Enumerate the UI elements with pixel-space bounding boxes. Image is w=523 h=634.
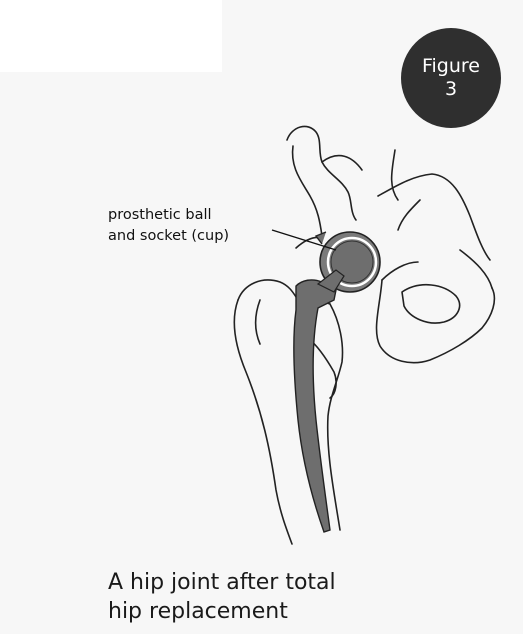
pelvis-right-edge (392, 150, 398, 200)
figure-caption-line1: A hip joint after total (108, 568, 336, 597)
pelvis-inner-line (382, 262, 418, 280)
pelvis-ilium-inner (293, 146, 322, 236)
label-leader-line (272, 230, 336, 250)
figure-caption: A hip joint after total hip replacement (108, 568, 336, 626)
implant-label-line2: and socket (cup) (108, 226, 229, 247)
pelvis-notch (398, 200, 420, 230)
femur-outer-right (328, 304, 343, 530)
pelvis-lower-outline (377, 280, 495, 363)
implant-label-line1: prosthetic ball (108, 205, 229, 226)
femur-top-left (238, 280, 298, 300)
implant-label: prosthetic ball and socket (cup) (108, 205, 229, 247)
figure-caption-line2: hip replacement (108, 597, 336, 626)
femur-outer-left (234, 300, 292, 544)
cup-side-detail (316, 232, 326, 244)
pelvis-spine-line (322, 156, 362, 170)
pelvis-obturator (402, 285, 460, 323)
femur-inner-line (256, 300, 261, 344)
pelvis-crest-right (378, 174, 490, 260)
